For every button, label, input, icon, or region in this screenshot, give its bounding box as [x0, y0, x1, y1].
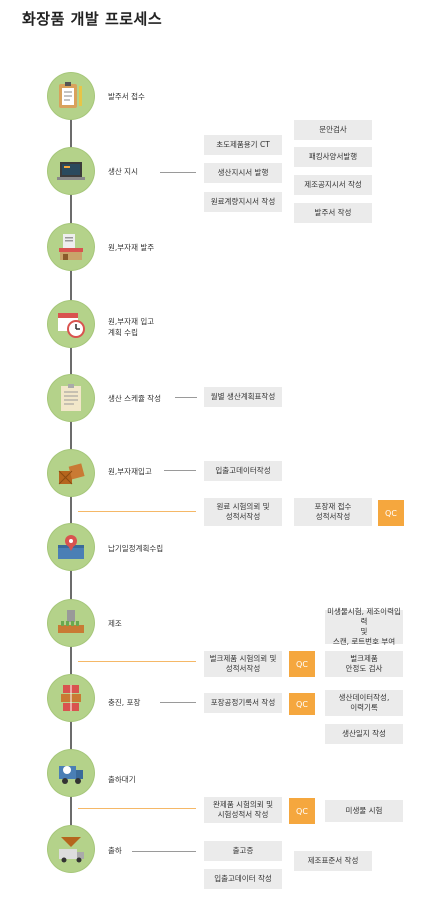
- process-box: 생산데이터작성, 이력기록: [325, 690, 403, 716]
- calendar-clock-icon: [58, 313, 85, 338]
- step-label: 출하: [108, 846, 122, 855]
- map-pin-icon: [58, 535, 84, 559]
- step-node-material-plan: [48, 301, 94, 347]
- process-box: 생산일지 작성: [325, 724, 403, 744]
- step-node-material-receipt: [48, 450, 94, 496]
- factory-icon: [58, 610, 84, 633]
- clipboard-icon: [59, 82, 82, 108]
- process-box: 원료계량지시서 작성: [204, 192, 282, 212]
- process-box: 발주서 작성: [294, 203, 372, 223]
- process-box: 생산지시서 발행: [204, 163, 282, 183]
- store-icon: [59, 234, 83, 260]
- connector-line: [160, 172, 196, 173]
- step-node-schedule: [48, 375, 94, 421]
- packing-icon: [61, 685, 81, 711]
- step-label: 생산 지시: [108, 167, 138, 176]
- step-label: 발주서 접수: [108, 92, 145, 101]
- step-label: 생산 스케쥴 작성: [108, 394, 162, 403]
- step-label: 충진, 포장: [108, 698, 141, 707]
- connector-line: [160, 702, 196, 703]
- process-box: 월별 생산계획표작성: [204, 387, 282, 407]
- boxes-icon: [58, 463, 85, 485]
- note-icon: [61, 384, 81, 411]
- truck-icon: [59, 766, 83, 784]
- qc-connector-line: [78, 661, 196, 662]
- step-label: 원,부자재 입고 계획 수립: [108, 317, 155, 337]
- qc-badge: QC: [289, 693, 315, 715]
- connector-line: [132, 851, 196, 852]
- step-node-filling-packing: [48, 675, 94, 721]
- step-node-delivery-plan: [48, 524, 94, 570]
- step-node-shipment-wait: [48, 750, 94, 796]
- process-box: 제조공지시서 작성: [294, 175, 372, 195]
- process-box: 패킹사양서발행: [294, 147, 372, 167]
- process-box: 원료 시험의뢰 및 성적서작성: [204, 498, 282, 526]
- process-box: 완제품 시험의뢰 및 시험성적서 작성: [204, 797, 282, 823]
- step-label: 원,부자재입고: [108, 467, 152, 476]
- process-box: 출고증: [204, 841, 282, 861]
- step-label: 출하대기: [108, 775, 136, 784]
- connector-line: [164, 470, 196, 471]
- step-label: 납기일정계획수립: [108, 544, 164, 553]
- step-node-order-receipt: [48, 73, 94, 119]
- step-node-shipment: [48, 826, 94, 872]
- process-box: 초도제품용기 CT: [204, 135, 282, 155]
- laptop-icon: [57, 162, 85, 180]
- process-box: 포장공정기록서 작성: [204, 693, 282, 713]
- process-box: 입출고데이터작성: [204, 461, 282, 481]
- process-box: 제조표준서 작성: [294, 851, 372, 871]
- qc-connector-line: [78, 511, 196, 512]
- process-box: 입출고데이터 작성: [204, 869, 282, 889]
- qc-badge: QC: [378, 500, 404, 526]
- process-box: 문안검사: [294, 120, 372, 140]
- process-box: 포장재 접수 성적서작성: [294, 498, 372, 526]
- process-box: 벌크제품 시험의뢰 및 성적서작성: [204, 651, 282, 677]
- process-box: 미생물시험, 제조이력입력 및 스캔, 로트번호 부여: [325, 607, 403, 646]
- step-node-material-order: [48, 224, 94, 270]
- delivery-icon: [59, 837, 84, 863]
- step-node-production-order: [48, 148, 94, 194]
- page-title: 화장품 개발 프로세스: [22, 10, 163, 28]
- qc-badge: QC: [289, 798, 315, 824]
- connector-line: [175, 397, 197, 398]
- process-box: 벌크제품 안정도 검사: [325, 651, 403, 677]
- process-box: 미생물 시험: [325, 800, 403, 822]
- step-label: 제조: [108, 619, 122, 628]
- qc-badge: QC: [289, 651, 315, 677]
- step-node-manufacture: [48, 600, 94, 646]
- step-label: 원,부자재 발주: [108, 243, 155, 252]
- qc-connector-line: [78, 808, 196, 809]
